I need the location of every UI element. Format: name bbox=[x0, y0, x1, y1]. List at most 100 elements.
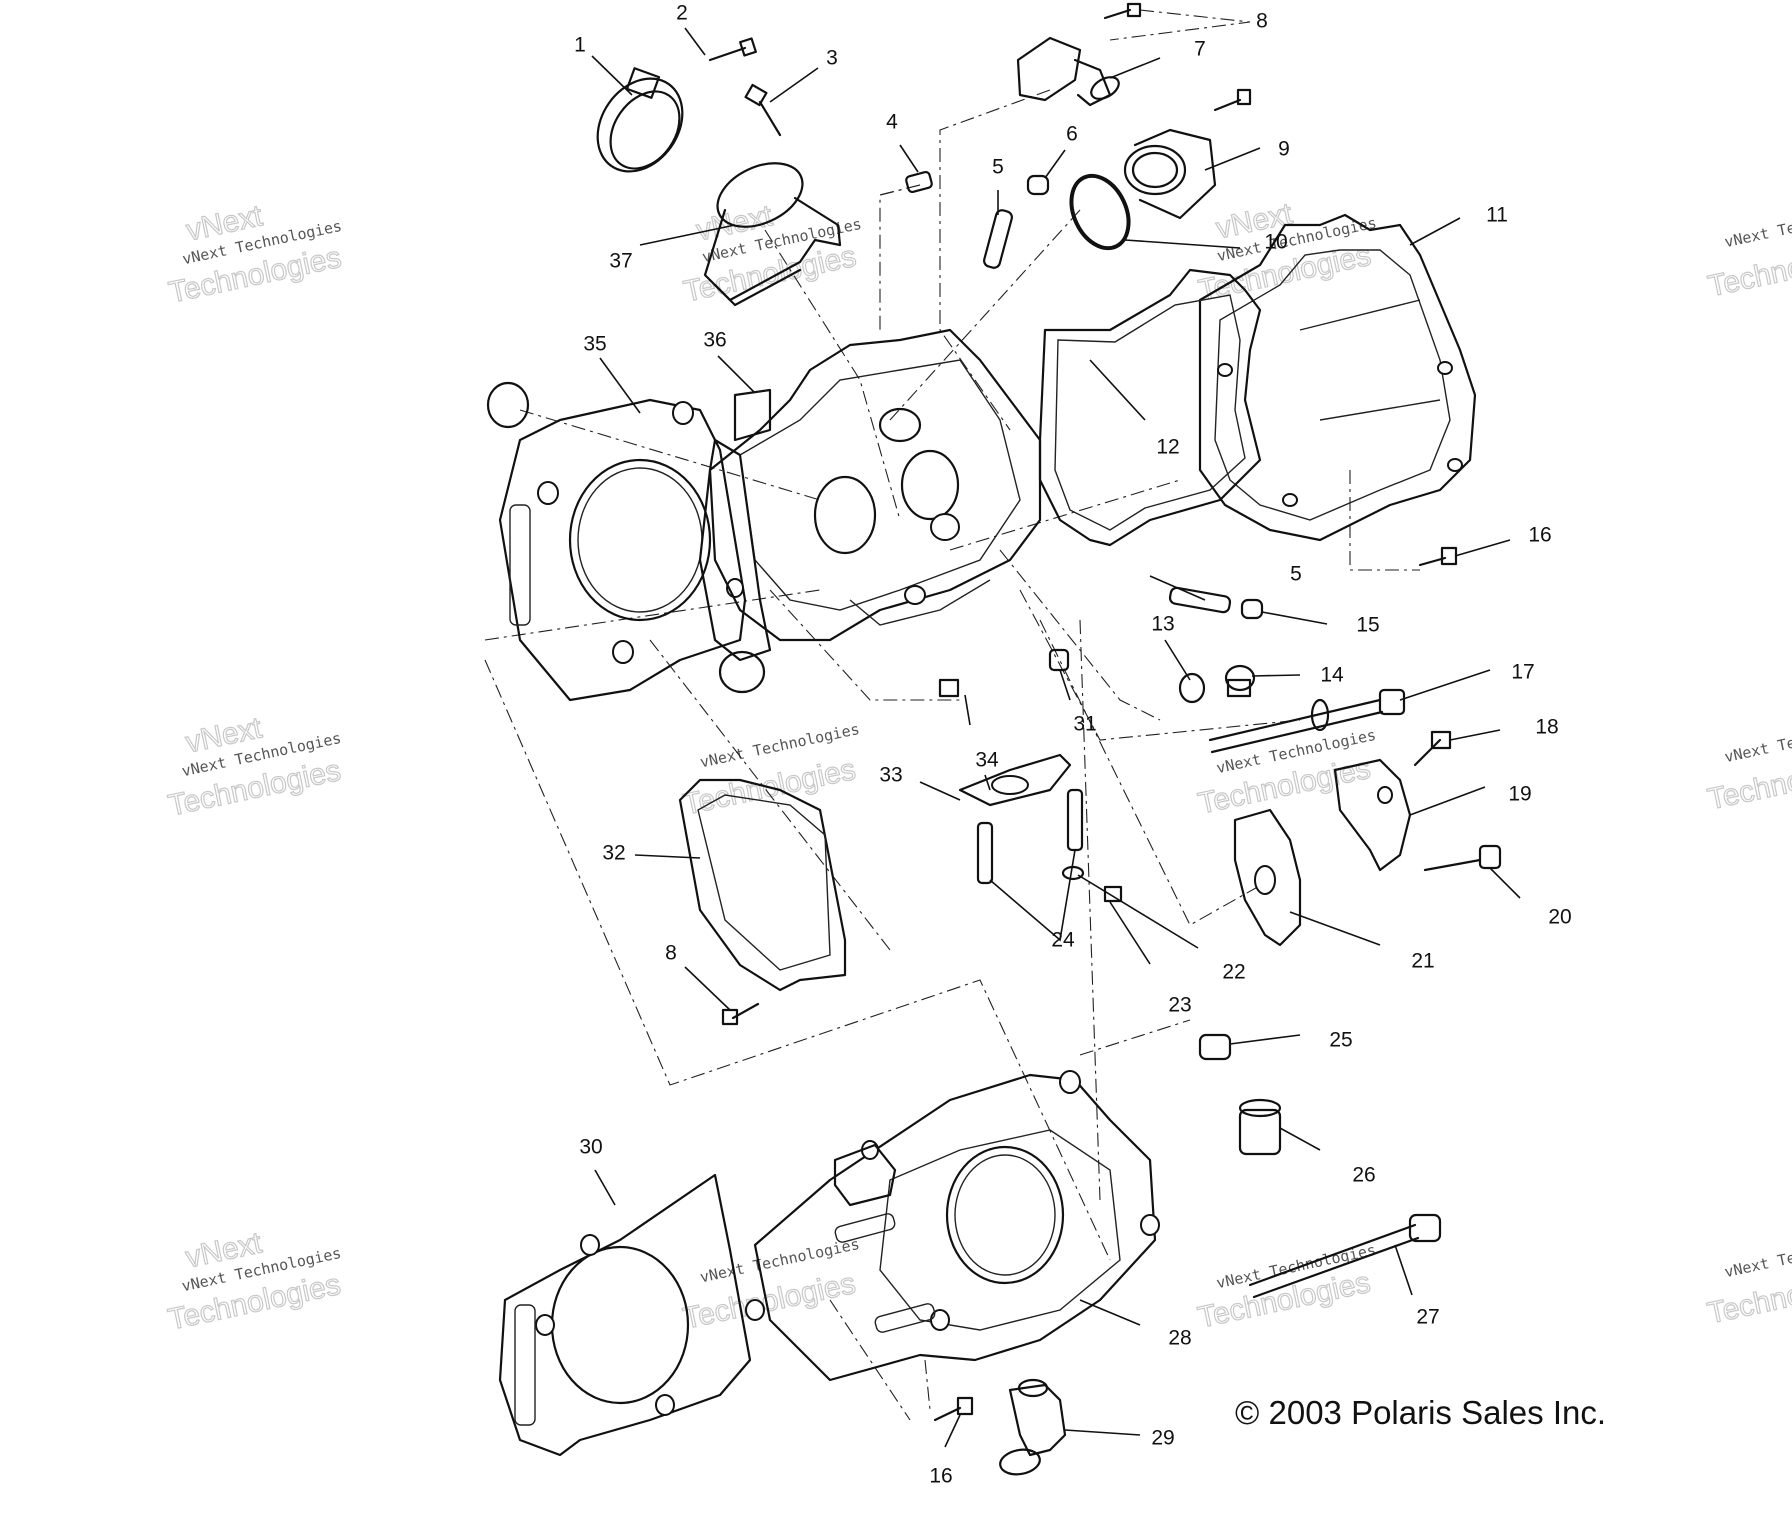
watermark-bottom-edge: vNext Technologies Technologies bbox=[1704, 1230, 1792, 1331]
intake-boot-part bbox=[703, 162, 842, 307]
callout-8-lower: 8 bbox=[665, 942, 677, 965]
parts bbox=[486, 2, 1502, 1476]
leader-lines bbox=[591, 27, 1521, 1448]
o-ring-10 bbox=[1069, 173, 1131, 251]
callout-22: 22 bbox=[1222, 961, 1245, 984]
callout-34: 34 bbox=[975, 749, 999, 772]
callout-36: 36 bbox=[703, 329, 726, 352]
svg-text:vNext Technologies: vNext Technologies bbox=[1723, 715, 1792, 766]
callout-4: 4 bbox=[886, 111, 898, 134]
callout-35: 35 bbox=[583, 333, 606, 356]
dowel-4 bbox=[905, 170, 933, 194]
callout-37: 37 bbox=[609, 250, 632, 273]
callouts: 1 2 3 4 5 6 7 8 9 10 11 12 16 5 15 13 14… bbox=[574, 2, 1572, 1488]
callout-25: 25 bbox=[1329, 1029, 1352, 1052]
watermark-mid-left: vNext vNext Technologies Technologies bbox=[165, 711, 344, 824]
elbow-fitting-7 bbox=[1016, 36, 1120, 107]
fitting-26 bbox=[1238, 1098, 1282, 1156]
callout-19: 19 bbox=[1508, 783, 1531, 806]
side-cover-32 bbox=[678, 778, 847, 992]
callout-32: 32 bbox=[602, 842, 625, 865]
washer-22 bbox=[1061, 865, 1085, 881]
watermark-top-left: vNext vNext Technologies Technologies bbox=[165, 199, 344, 311]
watermark-bottom-right: vNext Technologies Technologies bbox=[1194, 1241, 1377, 1335]
callout-2: 2 bbox=[676, 2, 688, 25]
svg-text:vNext Technologies: vNext Technologies bbox=[1723, 1230, 1792, 1281]
callout-8-top: 8 bbox=[1256, 10, 1268, 33]
callout-31: 31 bbox=[1073, 713, 1096, 736]
gasket-12 bbox=[1038, 268, 1262, 547]
callout-17: 17 bbox=[1511, 661, 1534, 684]
callout-29: 29 bbox=[1151, 1427, 1174, 1450]
callout-6: 6 bbox=[1066, 123, 1078, 146]
watermark-top-edge: vNext Technologies Technologies bbox=[1705, 200, 1792, 304]
elbow-fitting-29 bbox=[999, 1378, 1067, 1476]
callout-26: 26 bbox=[1352, 1164, 1375, 1187]
cylinder-head bbox=[708, 328, 1042, 642]
watermark-bottom-center: vNext Technologies Technologies bbox=[680, 1235, 862, 1336]
copyright-notice: © 2003 Polaris Sales Inc. bbox=[1235, 1394, 1606, 1431]
callout-3: 3 bbox=[826, 47, 838, 70]
bolt-16-bottom bbox=[933, 1396, 974, 1422]
callout-5-top: 5 bbox=[992, 156, 1004, 179]
cylinder-28 bbox=[753, 1070, 1160, 1382]
callout-14: 14 bbox=[1320, 664, 1344, 687]
long-bolt-27 bbox=[1248, 1213, 1442, 1299]
callout-33: 33 bbox=[879, 764, 902, 787]
callout-5-lower: 5 bbox=[1290, 563, 1302, 586]
callout-21: 21 bbox=[1411, 950, 1434, 973]
bolt-16-top bbox=[1418, 546, 1458, 567]
bolt-20 bbox=[1423, 844, 1502, 872]
callout-27: 27 bbox=[1416, 1306, 1439, 1329]
bolt-18 bbox=[1413, 730, 1452, 767]
screw-8-lower bbox=[721, 1002, 760, 1026]
alignment-lines bbox=[484, 9, 1420, 1421]
bolt-3 bbox=[744, 83, 782, 137]
callout-16-top: 16 bbox=[1528, 524, 1551, 547]
watermark-bottom-left: vNext vNext Technologies Technologies bbox=[165, 1226, 344, 1338]
callout-23: 23 bbox=[1168, 994, 1191, 1017]
callout-15: 15 bbox=[1356, 614, 1379, 637]
washer-13 bbox=[1178, 672, 1206, 704]
cap-6 bbox=[1026, 174, 1050, 196]
bracket-19 bbox=[1333, 758, 1412, 872]
callout-20: 20 bbox=[1548, 906, 1571, 929]
gasket-34 bbox=[958, 753, 1072, 807]
mount-21 bbox=[1233, 808, 1302, 947]
cap-15 bbox=[1240, 598, 1264, 620]
dowel-31 bbox=[1048, 648, 1070, 672]
screw-8-top bbox=[1103, 2, 1252, 112]
callout-7: 7 bbox=[1194, 38, 1206, 61]
valve-guide-top bbox=[983, 209, 1013, 269]
watermark-mid-right: vNext Technologies Technologies bbox=[1195, 726, 1378, 821]
nut-23 bbox=[1103, 885, 1123, 903]
callout-13: 13 bbox=[1151, 613, 1174, 636]
housing-9 bbox=[1123, 128, 1217, 220]
valve-guide-lower bbox=[1168, 586, 1232, 614]
watermark-mid-edge: vNext Technologies Technologies bbox=[1704, 715, 1792, 817]
callout-24: 24 bbox=[1051, 929, 1075, 952]
head-gasket-35 bbox=[498, 398, 747, 702]
gasket-36 bbox=[698, 438, 772, 662]
callout-18: 18 bbox=[1535, 716, 1558, 739]
long-bolt-17 bbox=[1208, 688, 1406, 754]
dowel-25 bbox=[1198, 1033, 1232, 1061]
callout-12: 12 bbox=[1156, 436, 1179, 459]
bolt-2 bbox=[708, 37, 757, 62]
seal-lower bbox=[718, 650, 766, 694]
valve-cover-11 bbox=[1198, 213, 1477, 542]
plug-14 bbox=[1224, 664, 1256, 698]
callout-16-bottom: 16 bbox=[929, 1465, 952, 1488]
svg-text:vNext Technologies: vNext Technologies bbox=[1723, 200, 1792, 251]
callout-10: 10 bbox=[1264, 231, 1287, 254]
callout-28: 28 bbox=[1168, 1327, 1191, 1350]
callout-9: 9 bbox=[1278, 138, 1290, 161]
callout-1: 1 bbox=[574, 34, 586, 57]
clamp-part bbox=[596, 67, 684, 173]
base-gasket-30 bbox=[498, 1173, 765, 1457]
callout-30: 30 bbox=[579, 1136, 602, 1159]
seal-near-35 bbox=[486, 381, 530, 429]
bolt-33 bbox=[938, 678, 960, 698]
callout-11: 11 bbox=[1486, 204, 1508, 227]
